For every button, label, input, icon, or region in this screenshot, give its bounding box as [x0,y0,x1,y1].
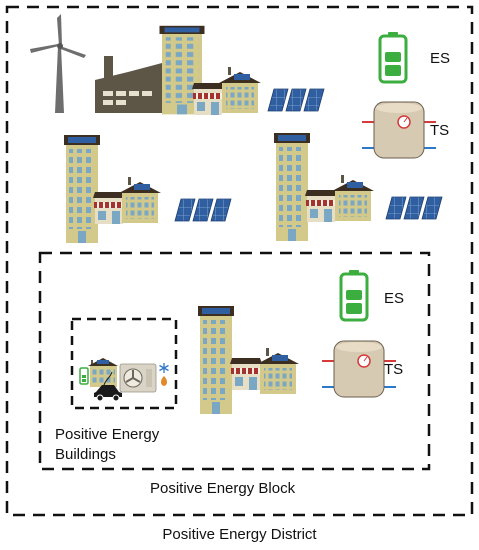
solar-panel-icon [385,196,443,220]
shop-icon [191,82,225,116]
buildings-boundary [70,317,178,410]
house-icon [119,177,161,223]
battery-icon [378,30,408,84]
shop-icon [92,191,126,225]
positive-energy-buildings-label: Positive Energy Buildings [55,426,160,463]
positive-energy-block-label: Positive Energy Block [150,480,296,497]
block-boundary [38,251,431,471]
wind-turbine-icon [30,14,86,113]
snowflake-icon [159,363,169,373]
house-icon [219,67,261,113]
es-label: ES [384,290,405,307]
district-boundary [5,5,474,517]
solar-panel-icon [267,88,325,112]
heat-pump-icon [119,363,157,393]
battery-icon [339,268,369,322]
solar-panel-icon [174,198,232,222]
apartment-building-icon [198,306,234,414]
ts-label: TS [430,122,450,139]
battery-icon [79,367,89,385]
house-icon [257,348,299,394]
flame-icon [161,376,167,386]
house-icon [332,175,374,221]
ts-label: TS [384,361,404,378]
shop-icon [229,357,263,391]
es-label: ES [430,50,451,67]
house-icon [88,358,118,387]
thermal-tank-icon [361,101,437,159]
apartment-building-icon [64,135,100,243]
shop-icon [304,189,338,223]
electric-car-icon [94,371,122,402]
apartment-building-icon [274,133,310,241]
positive-energy-district-label: Positive Energy District [162,526,317,543]
factory-icon [95,56,162,113]
